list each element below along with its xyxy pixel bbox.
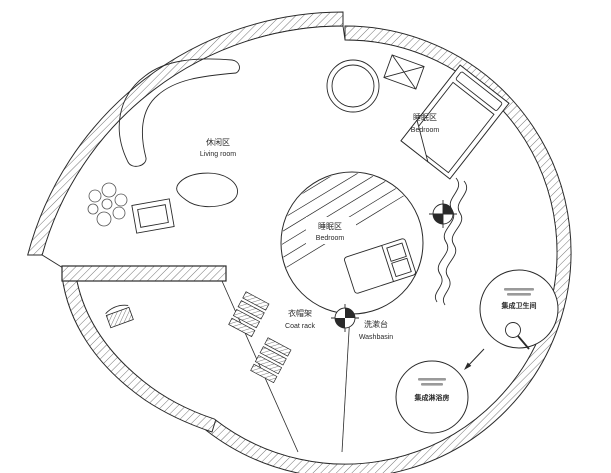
column-marker-icon <box>429 200 457 228</box>
round-table-icon <box>326 59 380 113</box>
bedroom-upper-label-zh: 睡眠区 <box>413 113 437 122</box>
partition-wall <box>61 265 227 282</box>
bedroom-center-label-en: Bedroom <box>316 235 345 242</box>
column-marker-icon <box>331 304 359 332</box>
living-label-en: Living room <box>200 151 236 158</box>
bedroom-center-label-zh: 睡眠区 <box>318 222 342 231</box>
living-label-zh: 休闲区 <box>206 137 230 147</box>
coat-rack-bars <box>228 291 270 338</box>
side-table <box>131 198 175 234</box>
wavy-partition <box>434 177 467 306</box>
shower-pod: 集成淋浴房 <box>395 360 469 434</box>
core-label-backing <box>306 217 356 244</box>
coat-rack-label-en: Coat rack <box>285 323 315 330</box>
curved-sofa <box>118 58 240 167</box>
coffee-table <box>176 172 238 208</box>
shower-pod-label: 集成淋浴房 <box>414 393 450 402</box>
bathroom-pod: 集成卫生间 <box>479 269 559 350</box>
bed-upper <box>400 64 510 180</box>
futon-bed <box>344 238 416 294</box>
arrow-icon <box>464 348 485 370</box>
sector-line-left <box>221 280 299 453</box>
spec-text-mark <box>421 383 443 386</box>
sector-line-center <box>341 313 351 453</box>
washbasin-label-en: Washbasin <box>359 334 393 341</box>
washbasin-label-zh: 洗漱台 <box>364 319 388 329</box>
bathroom-pod-label: 集成卫生间 <box>501 301 537 310</box>
basin-icon <box>505 322 530 350</box>
plant-icon <box>87 182 128 227</box>
coat-rack-label-zh: 衣帽架 <box>288 308 312 318</box>
skylight-icon <box>383 54 425 90</box>
spec-text-mark <box>418 378 446 381</box>
bedroom-upper-label-en: Bedroom <box>411 127 440 134</box>
coat-rack-bars <box>250 337 292 384</box>
stool-icon <box>105 304 134 329</box>
sleeping-core: 睡眠区 Bedroom <box>280 171 424 315</box>
spec-text-mark <box>504 288 534 291</box>
spec-text-mark <box>507 293 531 296</box>
